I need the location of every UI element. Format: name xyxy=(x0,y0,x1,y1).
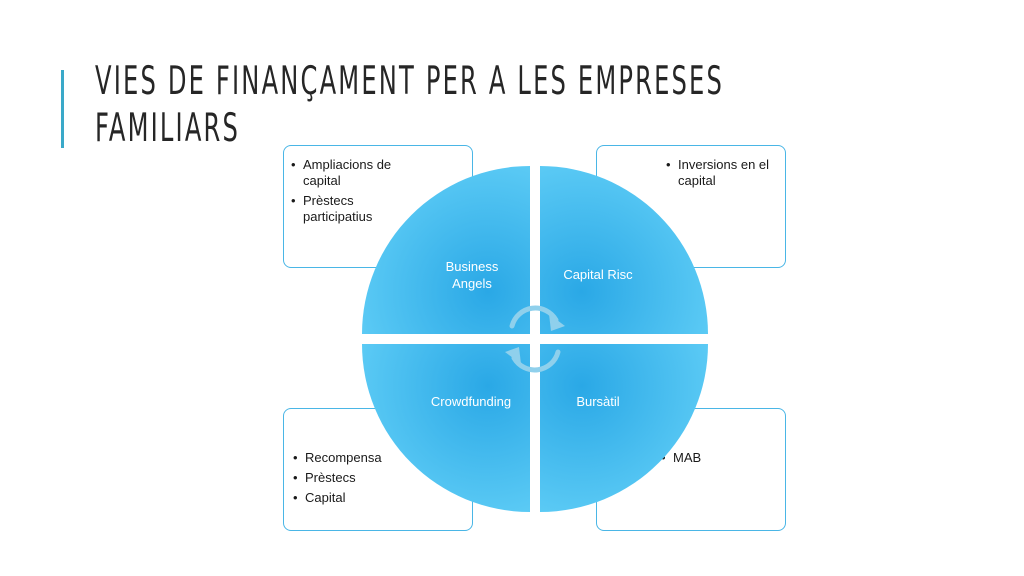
quadrant-bottom-right xyxy=(540,344,708,512)
quadrant-label-top-right: Capital Risc xyxy=(563,267,633,282)
list-item: Ampliacions de capital xyxy=(291,157,396,189)
list-item: Capital xyxy=(293,490,398,506)
quadrant-label-top-left: Business Angels xyxy=(445,259,499,291)
detail-list-top-left: Ampliacions de capital Prèstecs particip… xyxy=(291,157,396,229)
quadrant-top-right xyxy=(540,166,708,334)
quadrant-label-bottom-left: Crowdfunding xyxy=(430,394,512,409)
quadrant-bottom-left xyxy=(362,344,530,512)
list-item: Inversions en el capital xyxy=(666,157,781,189)
detail-list-bottom-left: Recompensa Prèstecs Capital xyxy=(293,450,398,510)
cycle-arrows-icon xyxy=(509,305,561,373)
quadrant-label-bottom-right: Bursàtil xyxy=(576,394,620,409)
title-accent-bar xyxy=(61,70,64,148)
cycle-arrowheads xyxy=(505,314,565,364)
detail-list-top-right: Inversions en el capital xyxy=(666,157,781,193)
list-item: Recompensa xyxy=(293,450,398,466)
quadrant-top-left xyxy=(362,166,530,334)
title-line-2: FAMILIARS xyxy=(95,106,241,151)
list-item: Prèstecs xyxy=(293,470,398,486)
list-item: Prèstecs participatius xyxy=(291,193,396,225)
